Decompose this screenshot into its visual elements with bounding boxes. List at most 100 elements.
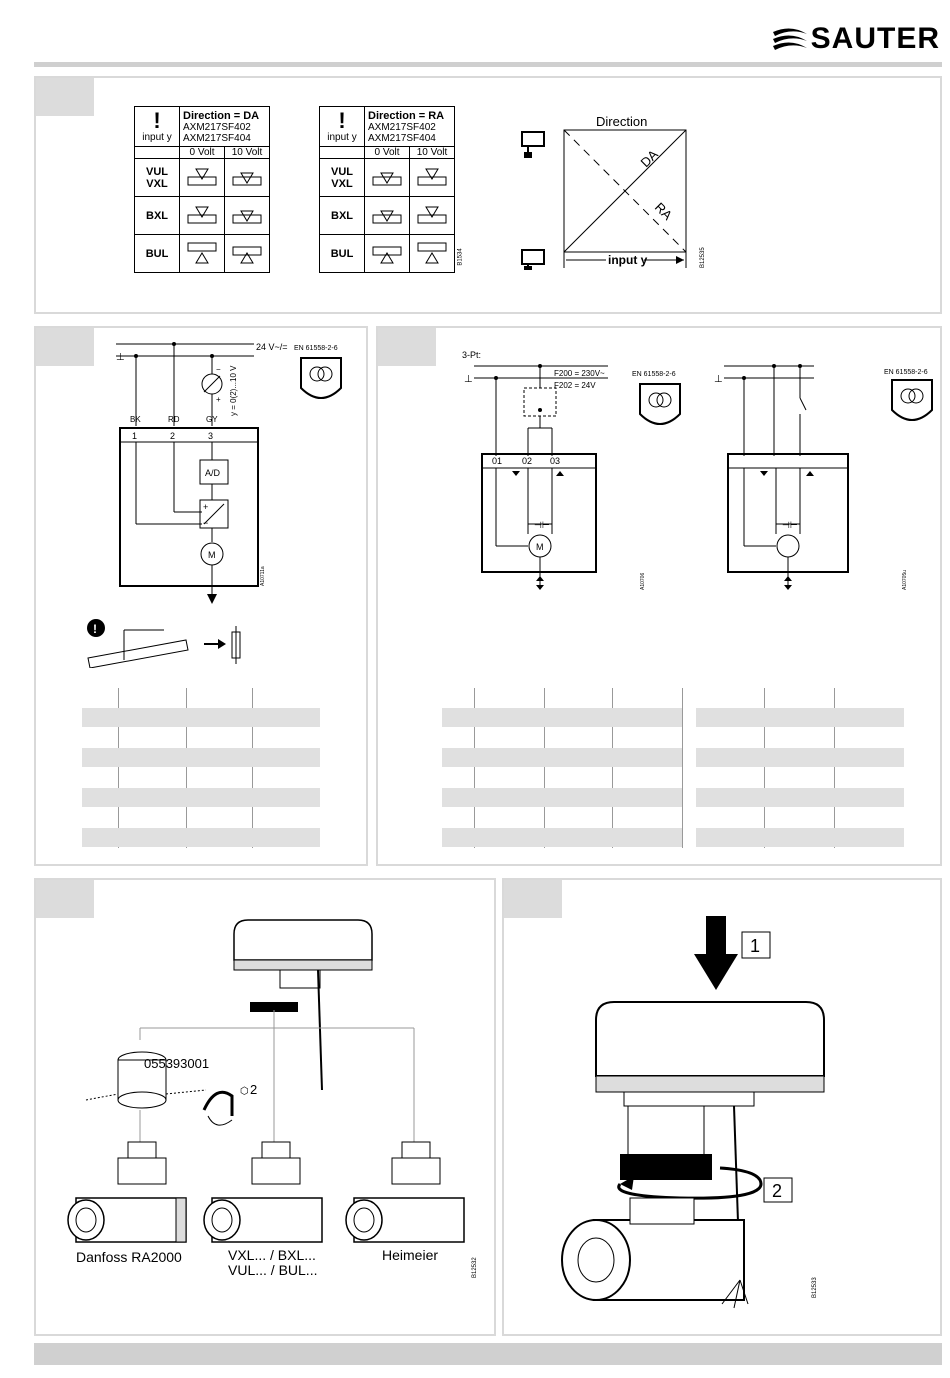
signal-label: y = 0(2)...10 V xyxy=(229,365,238,416)
valve-symbol-icon xyxy=(409,158,455,197)
figure-code-a: A10706 xyxy=(640,573,646,590)
panel-tab xyxy=(504,880,562,918)
exclamation-icon: ! xyxy=(338,108,346,133)
valve-label-vul: VUL... / BUL... xyxy=(228,1262,317,1278)
da-row-bul: BUL xyxy=(134,234,180,273)
terminal-03: 03 xyxy=(550,456,560,466)
transformer-icon xyxy=(639,383,681,425)
ra-col-10: 10 Volt xyxy=(409,146,455,159)
terminal-01: 01 xyxy=(492,456,502,466)
warning-cell: ! input y xyxy=(319,106,365,147)
valve-symbol-icon xyxy=(364,234,410,273)
adapter-part-label: 055393001 xyxy=(144,1056,209,1071)
wiring-analog-diagram: ⊥ 24 V~/= EN 61558-2-6 − + y = 0(2)...10… xyxy=(87,342,342,668)
ra-title: Direction = RA xyxy=(368,109,445,122)
terminal-2: 2 xyxy=(170,431,175,441)
standard-label-b: EN 61558-2-6 xyxy=(884,369,928,376)
da-row-vul: VUL VXL xyxy=(134,158,180,197)
svg-text:⊥: ⊥ xyxy=(464,374,473,385)
header-divider xyxy=(34,62,942,67)
brand-name: SAUTER xyxy=(810,22,940,55)
ra-label: RA xyxy=(652,200,676,224)
figure-code: A10711a xyxy=(260,566,266,586)
terminal-02: 02 xyxy=(522,456,532,466)
f200-label: F200 = 230V~ xyxy=(554,369,605,378)
cable-icon xyxy=(87,629,189,668)
analog-wire-table xyxy=(82,688,320,848)
svg-text:⊣⊢: ⊣⊢ xyxy=(534,520,550,530)
ra-row-bul: BUL xyxy=(319,234,365,273)
panel-tab xyxy=(36,880,94,918)
ra-row-bxl: BXL xyxy=(319,196,365,235)
figure-code: B12532 xyxy=(472,1257,478,1278)
figure-code-b: A10705u xyxy=(902,570,908,590)
valve-sauter-icon xyxy=(203,1141,323,1243)
cable-wires-icon xyxy=(721,1279,749,1309)
warning-cell: ! input y xyxy=(134,106,180,147)
assembly-illustration: 1 2 B12533 xyxy=(561,916,825,1309)
valve-label-heimeier: Heimeier xyxy=(382,1247,438,1263)
panel-tab xyxy=(36,78,94,116)
ra-row-vul: VUL VXL xyxy=(319,158,365,197)
sauter-swoosh-icon xyxy=(772,28,807,50)
adapter-ring-icon xyxy=(85,1051,207,1109)
da-col-0: 0 Volt xyxy=(179,146,225,159)
valve-symbol-icon xyxy=(409,234,455,273)
panel-tab xyxy=(378,328,436,366)
valve-symbol-icon xyxy=(179,196,225,235)
da-row-bxl: BXL xyxy=(134,196,180,235)
ra-model-1: AXM217SF402 xyxy=(368,121,436,133)
valve-symbol-icon xyxy=(179,234,225,273)
da-label: DA xyxy=(638,147,662,171)
svg-text:⊣⊢: ⊣⊢ xyxy=(782,520,798,530)
mounting-illustration: 055393001 ⬡ 2 xyxy=(67,919,478,1278)
exclamation-icon: ! xyxy=(153,108,161,133)
valve-body-icon xyxy=(561,1197,745,1301)
da-model-2: AXM217SF404 xyxy=(183,132,251,144)
actuator-icon xyxy=(233,919,373,1091)
direction-title: Direction xyxy=(596,114,647,129)
transformer-icon xyxy=(300,357,342,399)
hex-icon: ⬡ xyxy=(240,1086,249,1097)
mode-label: 3-Pt: xyxy=(462,350,481,360)
f202-label: F202 = 24V xyxy=(554,381,596,390)
transformer-icon xyxy=(891,379,933,421)
valve-symbol-icon xyxy=(179,158,225,197)
ra-col-0: 0 Volt xyxy=(364,146,410,159)
ra-model-2: AXM217SF404 xyxy=(368,132,436,144)
panel-direction: ! input y Direction = DA AXM217SF402 AXM… xyxy=(34,76,942,314)
panel-tab xyxy=(36,328,94,366)
da-title: Direction = DA xyxy=(183,109,260,122)
panel-wiring-3pt: 3-Pt: ⊥ F200 = 230V~ F202 = 24V EN 61558… xyxy=(376,326,942,866)
arrow-down-icon xyxy=(694,916,738,990)
da-model-1: AXM217SF402 xyxy=(183,121,251,133)
3pt-wire-table-right xyxy=(696,688,904,848)
step-2-label: 2 xyxy=(772,1181,782,1201)
valve-symbol-icon xyxy=(409,196,455,235)
svg-text:+: + xyxy=(203,502,208,512)
direction-xlabel: input y xyxy=(608,253,648,267)
direction-ra-table: ! input y Direction = RA AXM217SF402 AXM… xyxy=(319,106,455,273)
input-label: input y xyxy=(327,132,357,143)
terminal-3: 3 xyxy=(208,431,213,441)
plus-label: + xyxy=(216,395,221,404)
svg-text:⊥: ⊥ xyxy=(116,352,125,363)
3pt-wire-table-left xyxy=(442,688,682,848)
wire-rd: RD xyxy=(168,415,180,424)
step-1-label: 1 xyxy=(750,936,760,956)
input-label: input y xyxy=(142,132,172,143)
valve-symbol-icon xyxy=(224,234,270,273)
svg-text:⊥: ⊥ xyxy=(714,374,723,385)
valve-symbol-icon xyxy=(224,196,270,235)
panel-mounting: 055393001 ⬡ 2 xyxy=(34,878,496,1336)
converter-label: A/D xyxy=(205,468,221,478)
valve-symbol-icon xyxy=(364,158,410,197)
figure-code: B12533 xyxy=(812,1277,818,1298)
valve-heimeier-icon xyxy=(345,1141,465,1243)
direction-da-table: ! input y Direction = DA AXM217SF402 AXM… xyxy=(134,106,270,273)
table-divider xyxy=(682,688,683,848)
da-col-10: 10 Volt xyxy=(224,146,270,159)
minus-label: − xyxy=(216,365,221,374)
figure-code: B12535 xyxy=(700,247,706,268)
valve-label-danfoss: Danfoss RA2000 xyxy=(76,1249,182,1265)
